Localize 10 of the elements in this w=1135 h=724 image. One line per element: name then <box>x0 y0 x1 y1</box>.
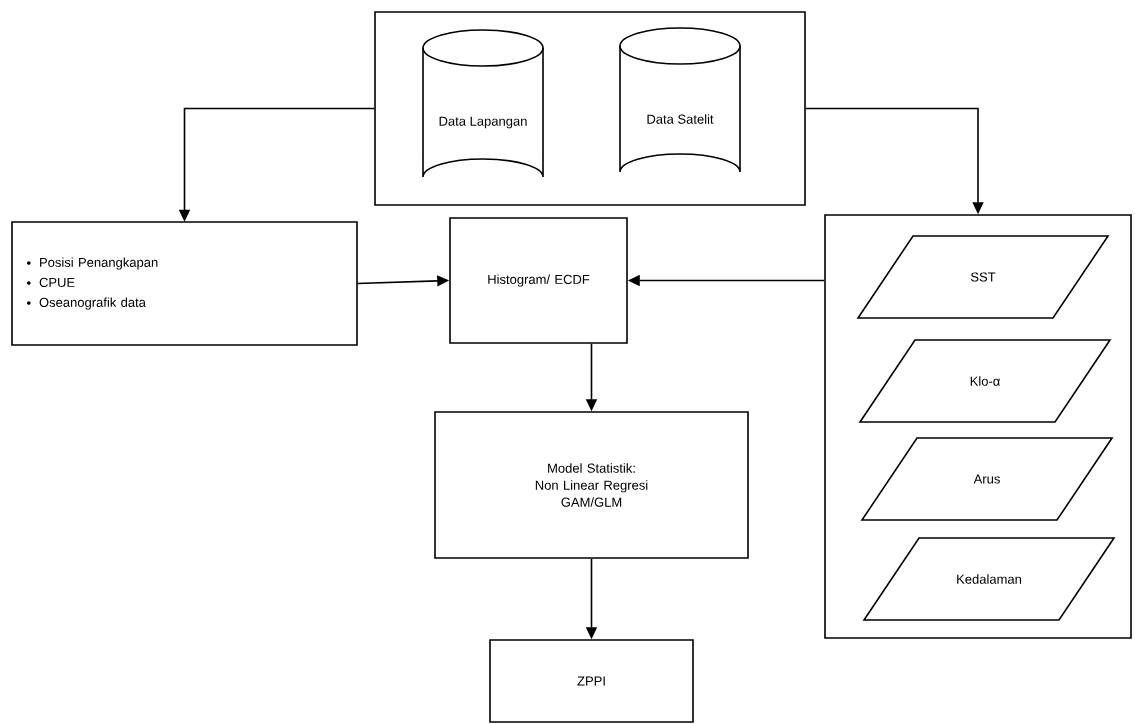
process-box: ZPPI <box>489 639 694 723</box>
process-box: Model Statistik: Non Linear Regresi GAM/GLM <box>434 411 749 559</box>
database-cylinder: Data Lapangan <box>422 29 544 178</box>
bullet-list-box: Posisi Penangkapan CPUE Oseanografik data <box>11 221 358 346</box>
process-box: Histogram/ ECDF <box>449 217 628 344</box>
database-cylinder: Data Satelit <box>619 27 741 173</box>
container-box <box>824 214 1132 639</box>
container-box <box>374 11 806 206</box>
node-label: Data Satelit <box>647 114 714 124</box>
node-label: Data Lapangan <box>439 116 527 129</box>
